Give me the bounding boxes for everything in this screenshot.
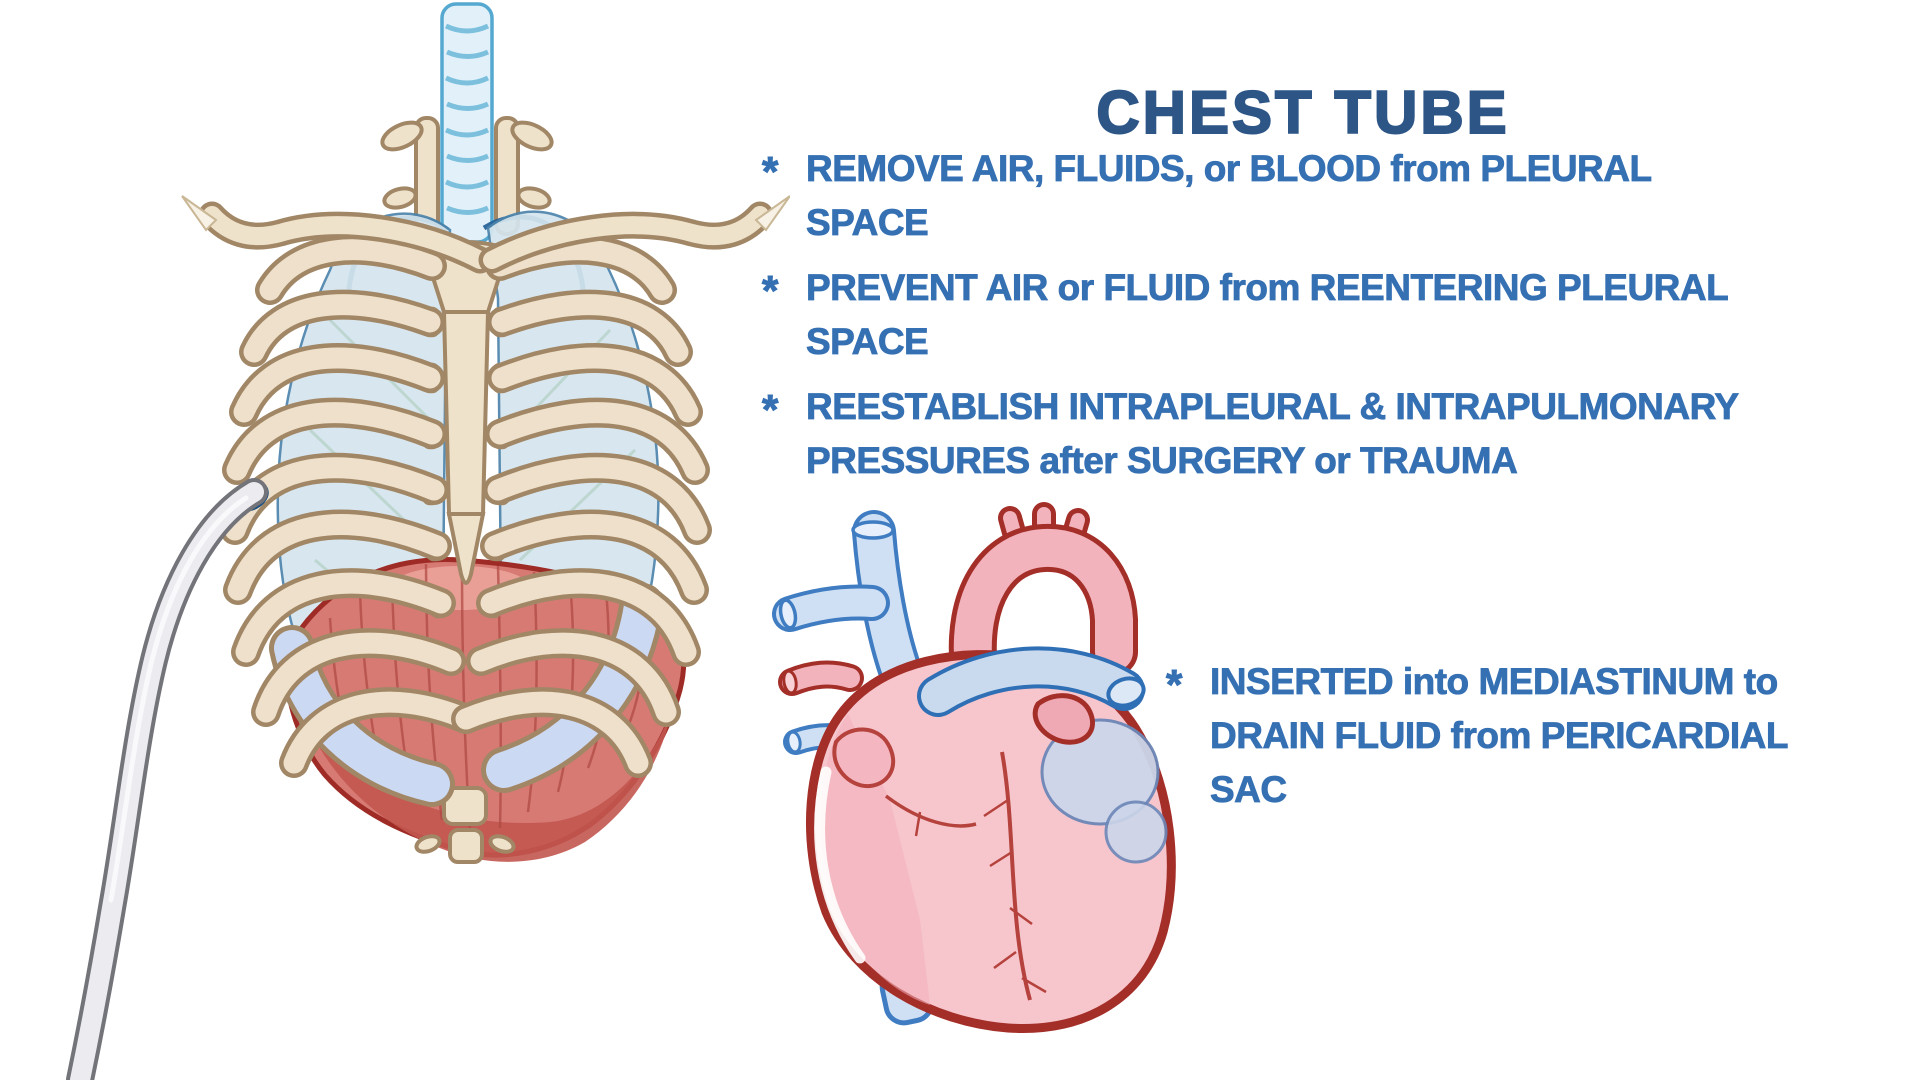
pulmonary-artery-graphic: [938, 667, 1146, 710]
lumbar-spine-graphic: [414, 786, 516, 864]
bullet-line: PRESSURES after SURGERY or TRAUMA: [806, 440, 1519, 482]
bullet-item-prevent: * PREVENT AIR or FLUID from REENTERING P…: [762, 261, 1739, 369]
cervical-spine-graphic: [380, 116, 554, 236]
bullet-item-reestablish: * REESTABLISH INTRAPLEURAL & INTRAPULMON…: [762, 380, 1740, 488]
aorta-graphic: [973, 502, 1114, 670]
bullet-line: PREVENT AIR or FLUID from REENTERING PLE…: [806, 267, 1730, 309]
bullet-line: SPACE: [806, 321, 930, 363]
bullet-item-remove: * REMOVE AIR, FLUIDS, or BLOOD from PLEU…: [762, 142, 1739, 250]
bullet-line: REMOVE AIR, FLUIDS, or BLOOD from PLEURA…: [806, 148, 1653, 190]
clavicles-graphic: [181, 195, 790, 260]
heart-illustration: [770, 502, 1176, 1033]
bullet-line: SAC: [1210, 769, 1288, 811]
bullet-line: DRAIN FLUID from PERICARDIAL: [1210, 715, 1789, 757]
bullet-line: INSERTED into MEDIASTINUM to: [1210, 661, 1779, 703]
bullet-marker: *: [762, 267, 779, 315]
trachea-graphic: [440, 2, 494, 244]
bullet-marker: *: [762, 148, 779, 196]
bullet-line: REESTABLISH INTRAPLEURAL & INTRAPULMONAR…: [806, 386, 1740, 428]
page-title: CHEST TUBE: [1095, 78, 1510, 147]
chest-tube-graphic: [80, 477, 269, 1080]
heart-highlight-graphic: [814, 766, 866, 964]
bullet-line: SPACE: [806, 202, 930, 244]
coronary-vessels-graphic: [884, 751, 1047, 1001]
bullet-item-inserted: * INSERTED into MEDIASTINUM to DRAIN FLU…: [1166, 655, 1789, 817]
bullet-marker: *: [762, 386, 779, 434]
atrial-appendages-graphic: [832, 693, 1095, 789]
ribcage-chest-tube-illustration: [30, 2, 790, 1080]
bullet-marker: *: [1166, 661, 1183, 709]
superior-vena-cava-graphic: [778, 522, 900, 670]
heart-body-graphic: [805, 650, 1176, 1033]
bullet-list: * REMOVE AIR, FLUIDS, or BLOOD from PLEU…: [762, 142, 1740, 499]
